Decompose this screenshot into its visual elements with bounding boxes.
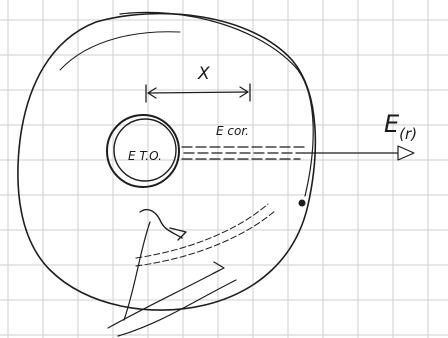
field-label: E (384, 110, 400, 138)
svg-text:E(r): E(r) (384, 110, 417, 143)
corridor-label: E cor. (216, 124, 249, 138)
lower-scribbles (107, 203, 277, 337)
distance-label: X (197, 64, 210, 84)
outer-shell (17, 12, 317, 311)
inner-source-label: E T.O. (128, 149, 162, 163)
corridor-lines: E cor. (181, 124, 305, 160)
field-arrow: E(r) (303, 110, 417, 161)
shell-point (298, 199, 306, 207)
outer-shell-overstroke (119, 11, 314, 197)
inner-source: E T.O. (106, 114, 180, 188)
distance-marker: X (145, 64, 251, 103)
outer-shell-light-stroke (59, 31, 181, 71)
field-label-sub: (r) (399, 125, 417, 143)
